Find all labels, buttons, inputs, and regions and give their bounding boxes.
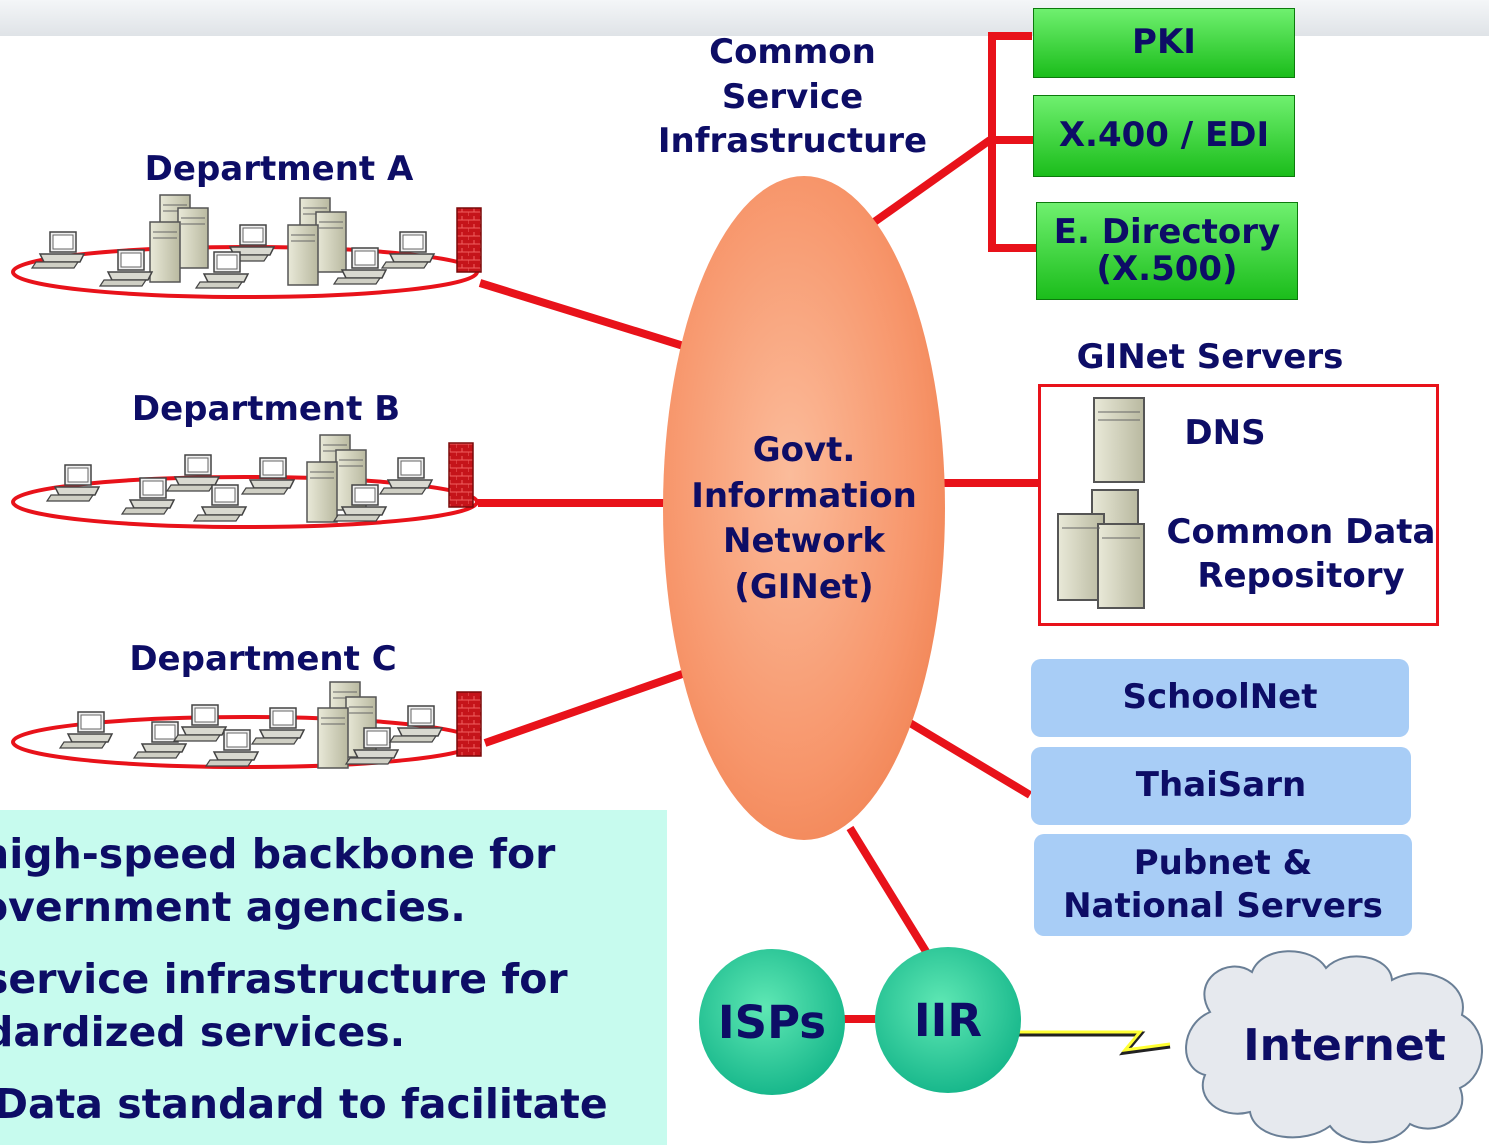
core-line: (GINet) [734,566,874,607]
lan-department-a [11,194,482,299]
firewall-icon [456,207,482,273]
lan-department-c [11,681,482,769]
x400-edi-label: X.400 / EDI [1058,115,1270,156]
thaisarn-label: ThaiSarn [1135,765,1307,806]
e-directory-label: (X.500) [1096,249,1238,289]
common-service-title-line: Service [721,76,864,117]
link-internet [1018,1031,1171,1056]
ginet-server-icons [1057,397,1145,609]
department-a-label: Department A [144,149,414,189]
pki-box[interactable]: PKI [1033,8,1295,78]
pubnet-label: National Servers [1063,886,1383,926]
firewall-icon [448,442,474,508]
core-line: Govt. [752,430,856,470]
iir-node[interactable]: IIR [875,947,1021,1093]
ginet-core-label: Govt. Information Network (GINet) [654,428,954,610]
ginet-core-oval [663,176,945,840]
link-common-services [867,136,993,229]
iir-label: IIR [913,993,983,1047]
internet-cloud [1185,950,1483,1144]
schoolnet-label: SchoolNet [1122,677,1318,718]
info-line: service infrastructure for [0,955,568,1003]
pki-label: PKI [1132,22,1196,63]
info-line: high-speed backbone for [0,830,556,878]
core-line: Information [691,475,917,516]
link-internet-highlight [1018,1030,1171,1052]
link-iir [846,825,934,961]
e-directory-label: E. Directory [1053,211,1281,252]
x400-edi-box[interactable]: X.400 / EDI [1033,95,1295,177]
dns-label: DNS [1184,413,1266,453]
bracket-common-services [988,32,1036,252]
link-dept-a [478,279,692,352]
core-line: Network [723,521,885,562]
lan-department-b [11,434,479,529]
ginet-servers-title: GINet Servers [1076,337,1344,377]
internet-label: Internet [1243,1020,1446,1071]
thaisarn-box[interactable]: ThaiSarn [1031,747,1411,825]
links [478,32,1171,1056]
info-line: overnment agencies. [0,883,466,931]
isp-label: ISPs [717,995,827,1049]
data-repository-label-line: Common Data [1166,512,1436,552]
data-repository-label-line: Repository [1197,556,1405,597]
info-line: dardized services. [0,1008,406,1056]
common-service-title-line: Infrastructure [657,121,928,162]
data-repository-server-icon [1057,489,1145,609]
firewall-icon [456,691,482,757]
department-c-label: Department C [129,639,397,679]
isp-node[interactable]: ISPs [699,949,845,1095]
common-service-title: Common Service Infrastructure [640,30,945,164]
department-b-label: Department B [131,389,401,429]
pubnet-box[interactable]: Pubnet & National Servers [1034,834,1412,936]
info-panel: high-speed backbone for overnment agenci… [0,810,667,1145]
common-service-title-line: Common [709,32,876,72]
link-dept-c [483,668,690,747]
info-line: Data standard to facilitate [0,1080,608,1128]
schoolnet-box[interactable]: SchoolNet [1031,659,1409,737]
link-networks [902,716,1033,799]
info-line: nnnnnnnnnnnn [0,1130,344,1145]
pubnet-label: Pubnet & [1133,842,1313,883]
dns-server-icon [1093,397,1145,483]
data-repository-label: Common Data Repository [1148,510,1454,598]
e-directory-box[interactable]: E. Directory (X.500) [1036,202,1298,300]
